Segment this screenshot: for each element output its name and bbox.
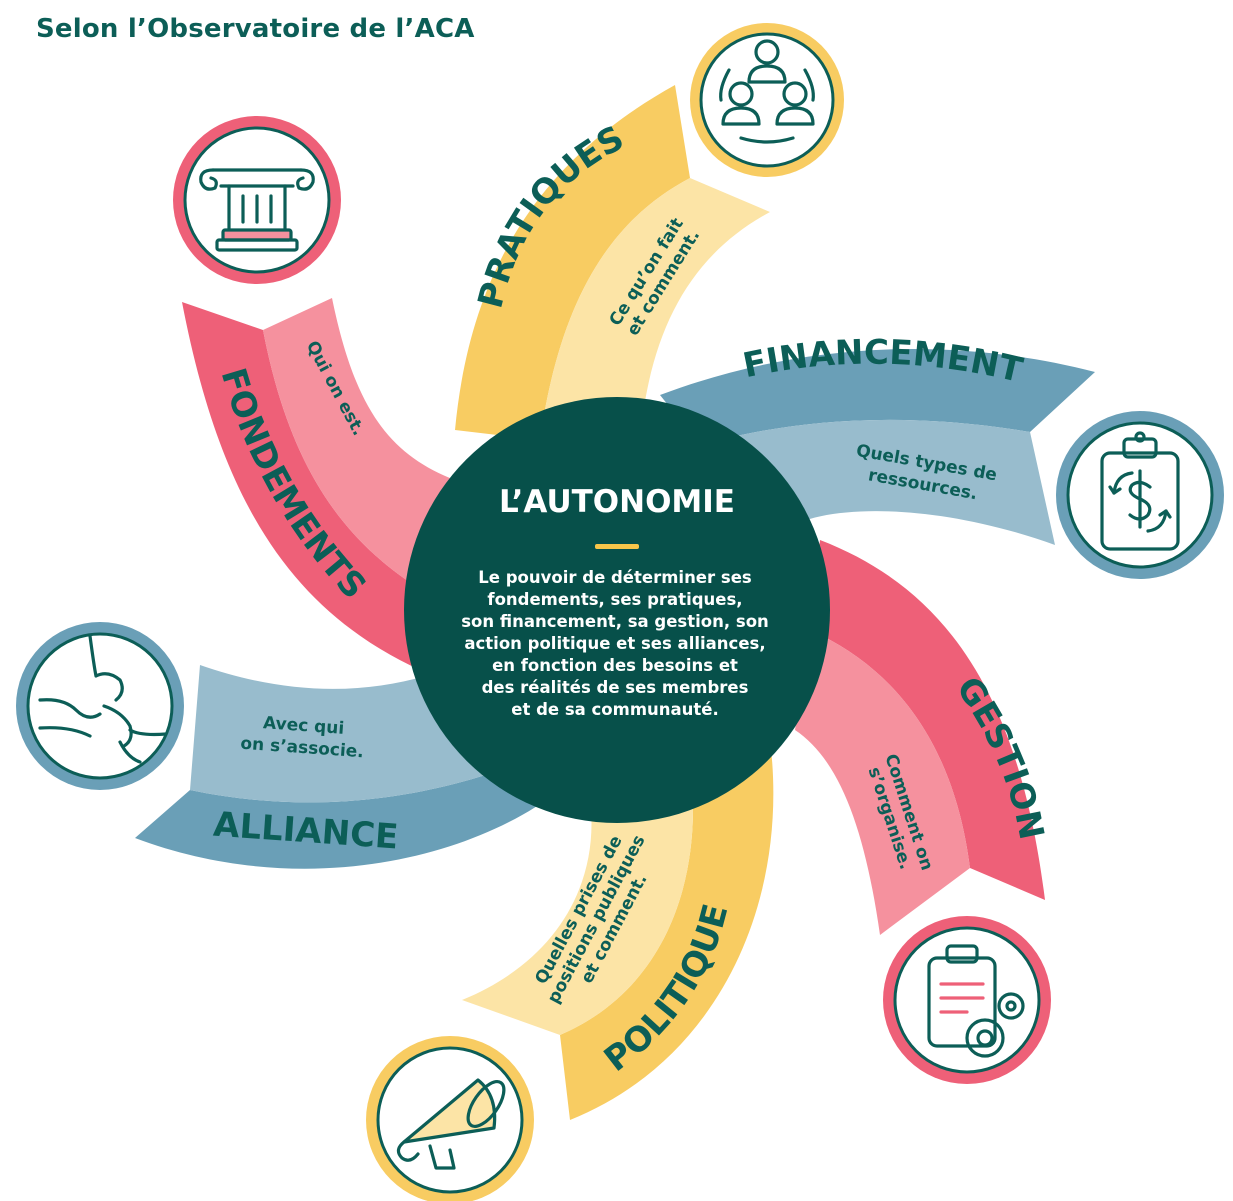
arm-financement-outer (660, 348, 1095, 445)
arm-fondements-outer (182, 302, 430, 670)
joined-hands-icon (16, 622, 184, 790)
center-description-line: et de sa communauté. (511, 700, 719, 719)
arm-pratiques-outer (455, 85, 690, 440)
clipboard-gears-icon (883, 916, 1051, 1084)
arm-politique-inner (462, 760, 694, 1035)
people-network-icon (690, 23, 844, 177)
megaphone-icon (366, 1036, 534, 1201)
center-description-line: son financement, sa gestion, son (461, 612, 769, 631)
center-description-line: des réalités de ses membres (481, 678, 749, 697)
center-description-line: action politique et ses alliances, (464, 634, 766, 653)
arm-politique-outer (560, 740, 774, 1120)
arm-pratiques (455, 85, 770, 440)
arm-politique (462, 740, 774, 1120)
center-description-line: fondements, ses pratiques, (487, 590, 743, 609)
center-description-line: en fonction des besoins et (492, 656, 738, 675)
center-title: L’AUTONOMIE (499, 484, 735, 520)
column-icon (173, 116, 341, 284)
center-description: Le pouvoir de déterminer ses fondements,… (430, 567, 800, 721)
arm-fondements (182, 298, 455, 670)
center-accent-bar (595, 544, 639, 549)
arm-gestion-outer (810, 540, 1045, 900)
arm-gestion-inner (795, 630, 970, 935)
center-circle (404, 397, 830, 823)
center-description-line: Le pouvoir de déterminer ses (478, 568, 752, 587)
arm-fondements-inner (263, 298, 455, 595)
arm-pratiques-inner (540, 178, 770, 440)
arm-alliance-outer (135, 765, 560, 869)
clipboard-dollar-icon (1056, 411, 1224, 579)
arm-gestion (795, 540, 1045, 935)
page-title: Selon l’Observatoire de l’ACA (36, 14, 475, 44)
